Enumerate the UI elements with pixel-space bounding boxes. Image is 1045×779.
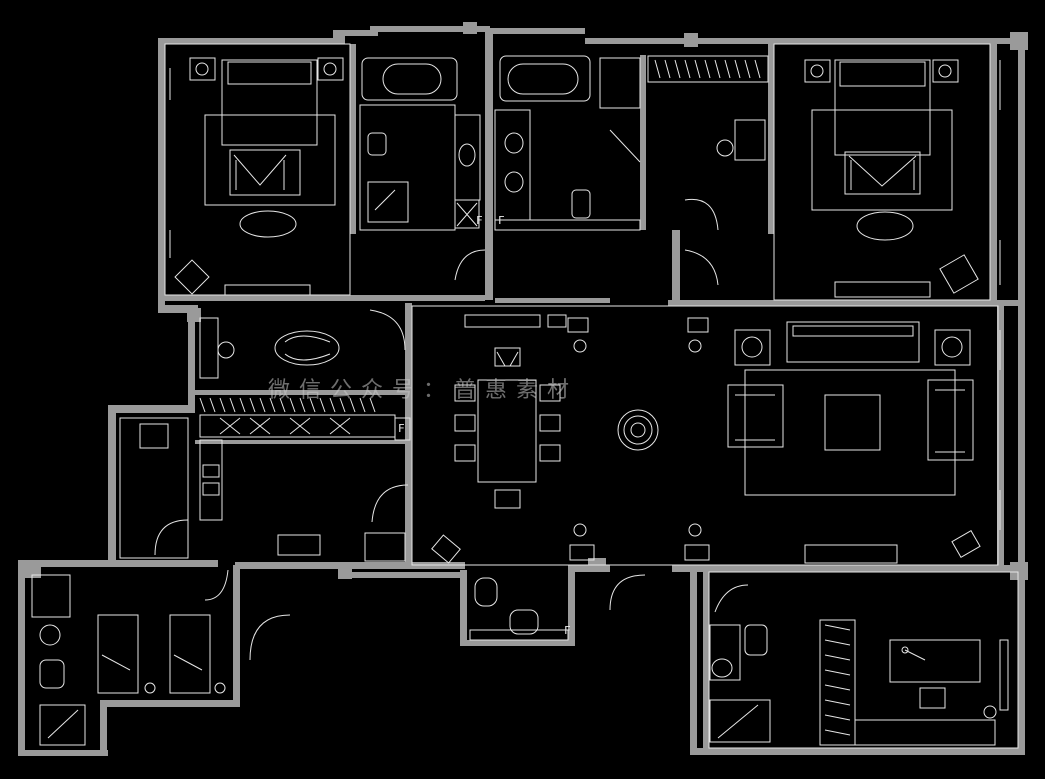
fixtures [31,43,1019,749]
walls [18,22,1028,756]
watermark: 微信公众号：普惠素材 [268,378,579,403]
label-f-kitchen: F [398,422,405,435]
label-f-left-bath: F [476,214,483,227]
label-f-mid-bath: F [498,214,505,227]
label-f-wc: F [564,624,571,637]
